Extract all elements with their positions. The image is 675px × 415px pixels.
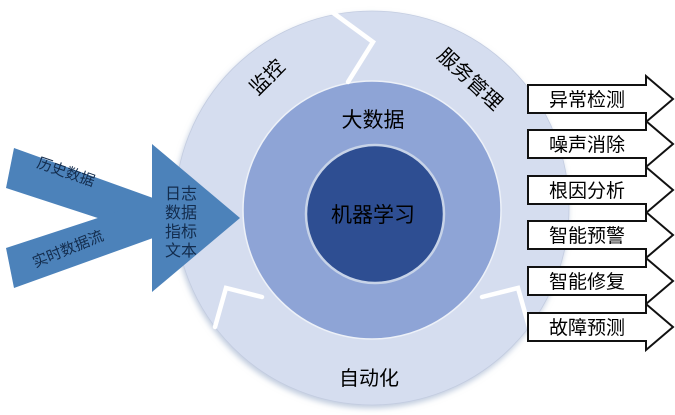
output-arrow-anomaly-detection [527,73,675,125]
output-arrow-failure-prediction [527,301,675,353]
output-arrow-intelligent-alerting [527,209,675,261]
output-arrow-root-cause-analysis [527,164,675,216]
output-label-noise-reduction: 噪声消除 [549,134,625,156]
output-label-anomaly-detection: 异常检测 [549,89,625,111]
ring-label-big-data: 大数据 [342,108,405,132]
output-label-root-cause-analysis: 根因分析 [549,180,625,202]
output-label-failure-prediction: 故障预测 [549,317,625,339]
input-datatype-logs: 日志 [165,184,197,203]
output-label-intelligent-alerting: 智能预警 [549,225,625,247]
output-arrows: 异常检测 噪声消除 根因分析 智能预警 智能修复 故障预测 [527,73,675,353]
center-label-machine-learning: 机器学习 [331,203,415,227]
input-datatype-metrics: 指标 [165,222,197,241]
input-merge-arrow: 历史数据 实时数据流 日志 数据 指标 文本 [6,144,240,292]
input-datatype-text: 文本 [165,241,197,260]
output-arrow-intelligent-remediation [527,255,675,307]
ring-label-automation: 自动化 [339,366,399,390]
input-arrow-head [152,144,240,292]
output-label-intelligent-remediation: 智能修复 [549,271,625,293]
input-arrow-bottom-band [6,200,153,288]
inner-circle [304,143,446,285]
ring-separator-chevron-bottom-right [479,285,532,330]
ring-separator-chevron-bottom-left [212,285,265,330]
ring-separator-chevron-top [329,9,377,85]
output-arrow-noise-reduction [527,118,675,170]
input-datatype-data: 数据 [165,203,197,222]
